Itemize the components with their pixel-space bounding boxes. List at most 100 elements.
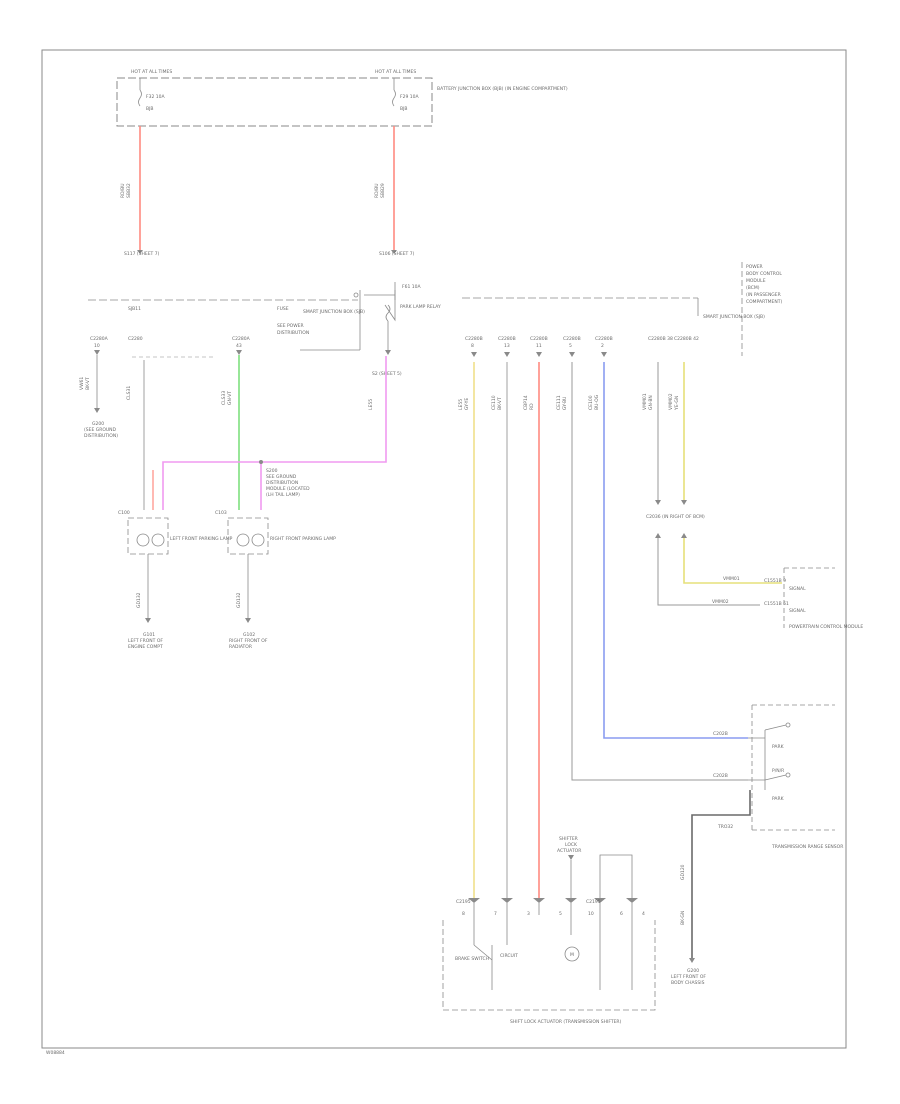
lamp-right-name: RIGHT FRONT PARKING LAMP (270, 536, 336, 542)
wire-vmm01: VMM01 (642, 393, 648, 410)
relay-fuse: F61 10A (402, 284, 421, 290)
bcm-3: MODULE (746, 278, 766, 284)
trs-name: TRANSMISSION RANGE SENSOR (771, 844, 843, 850)
sjb-right: SMART JUNCTION BOX (SJB) POWER BODY CONT… (462, 262, 782, 356)
sjb-pin-marker (536, 352, 542, 357)
sjb-extra-pin: C2280B 42 (674, 336, 699, 342)
sjb-pin-number: 11 (536, 343, 542, 349)
gnd-right: GD120 (680, 864, 686, 880)
pcm-pin-2: C1551B 61 (764, 601, 789, 607)
s-line-4: (LH TAIL LAMP) (266, 492, 300, 498)
sjb-right-pins: C2280B8C2280B13C2280B11C2280B5C2280B2C22… (465, 336, 699, 357)
g-left-3: ENGINE COMPT (128, 644, 163, 650)
shift-name: SHIFT LOCK ACTUATOR (TRANSMISSION SHIFTE… (510, 1019, 622, 1025)
wire-sbb32-circuit: SBB32 (126, 183, 132, 198)
trs-sub-1: PARK (772, 744, 785, 750)
bjb-hot-left: HOT AT ALL TIMES (131, 69, 172, 75)
shift-lock-actuator: SHIFTER LOCK ACTUATOR C2195 C2195 BRAKE … (442, 836, 656, 1025)
shift-pin-1: 8 (462, 911, 465, 917)
s-line-2: DISTRIBUTION (266, 480, 298, 486)
shift-switch: BRAKE SWITCH (455, 956, 489, 962)
inline-connector: C2036 (IN RIGHT OF BCM) (646, 500, 705, 538)
sjb-pin-label: C2280B (465, 336, 483, 342)
g-br-2: LEFT FRONT OF (671, 974, 706, 980)
pcm-sig-2: SIGNAL (789, 608, 806, 614)
wire-blue-ce100 (603, 362, 748, 739)
fuse-left-label: F32 10A (146, 94, 165, 100)
sjb-left-name: SMART JUNCTION BOX (SJB) (303, 309, 365, 315)
lamp-right-conn: C103 (215, 510, 227, 516)
wire-ce111-color: GY-BU (562, 397, 568, 410)
left-pin-b: 43 (236, 343, 242, 349)
ground-a-1: G200 (92, 421, 104, 427)
left-conn-a: C2280A (90, 336, 109, 342)
sjb-pin-label: C2280B (595, 336, 613, 342)
lamp-left-name: LEFT FRONT PARKING LAMP (170, 536, 233, 542)
sjb-pin-marker (471, 352, 477, 357)
wire-pink (162, 356, 387, 510)
wire-sbb32-color: RD/BU (120, 184, 126, 199)
sjb-pin-number: 8 (471, 343, 474, 349)
wire-ce100-color: BU-OG (594, 394, 600, 410)
s-line-1: SEE GROUND (266, 474, 297, 480)
wire-sbb29-color: RD/BU (374, 184, 380, 199)
s-line-3: MODULE (LOCATED (266, 486, 310, 492)
splice-right-label: S106 (SHEET 7) (379, 251, 415, 257)
left-pin-a: 10 (94, 343, 100, 349)
wire-le55: LE55 (458, 399, 464, 410)
splice-left-label: S117 (SHEET 7) (124, 251, 160, 257)
bjb-hot-right: HOT AT ALL TIMES (375, 69, 416, 75)
shift-top-3: ACTUATOR (557, 848, 581, 854)
gnd-wire-right: GD132 (236, 592, 242, 608)
pcm-wire-1: VMM01 (723, 576, 740, 582)
bcm-5: (IN PASSENGER (746, 292, 781, 298)
wire-vmm02-color: YE-GN (674, 396, 680, 411)
trs-sub-3: PARK (772, 796, 785, 802)
shift-side: CIRCUIT (500, 953, 518, 959)
sjb-pin-marker (504, 352, 510, 357)
inline-conn-label: C2036 (IN RIGHT OF BCM) (646, 514, 705, 520)
left-conn-c: C2280 (128, 336, 143, 342)
trs-sub-2: P/N/R (772, 768, 784, 774)
ground-a-3: DISTRIBUTION) (84, 433, 118, 439)
bcm-1: POWER (746, 264, 763, 270)
wire-grey-ce111 (571, 362, 748, 781)
sjb-right-name: SMART JUNCTION BOX (SJB) (703, 314, 765, 320)
wire-ce110: CE110 (491, 395, 497, 410)
wire-ce110-color: BK-VT (497, 397, 503, 410)
battery-junction-box: HOT AT ALL TIMES HOT AT ALL TIMES F32 10… (116, 69, 568, 127)
sjb-extra-pin: C2280B 38 (648, 336, 673, 342)
bjb-left-tag: BJB (146, 106, 154, 112)
left-front-parking-lamp: LEFT FRONT PARKING LAMP C100 (118, 510, 233, 555)
footer-code: W08884 (46, 1050, 65, 1056)
gnd-right-color: BK-GN (680, 911, 686, 925)
shift-pin-5: 10 (588, 911, 594, 917)
trs-label-1: C202B (713, 731, 728, 737)
shift-pin-2: 7 (494, 911, 497, 917)
g-right-3: RADIATOR (229, 644, 252, 650)
left-conn-b: C2280A (232, 336, 251, 342)
sjb-pin-marker (601, 352, 607, 357)
fuse-right-label: F29 10A (400, 94, 419, 100)
shift-pin-4: 5 (559, 911, 562, 917)
sjb-pin-label: C2280B (498, 336, 516, 342)
wire-vmm01-color: GN-BN (648, 395, 654, 410)
bcm-2: BODY CONTROL (746, 271, 782, 277)
g-br-1: G200 (687, 968, 699, 974)
pcm-pin-1: C1551B 9 (764, 578, 786, 584)
shift-motor: M (570, 952, 574, 958)
wire-ce100: CE100 (588, 395, 594, 410)
relay-name: PARK LAMP RELAY (400, 304, 441, 310)
shift-conn-right: C2195 (586, 899, 601, 905)
wire-cls31: CLS31 (126, 386, 132, 400)
sjb-pin-marker (569, 352, 575, 357)
g-left-1: G101 (143, 632, 155, 638)
wire-le55-color: GY-YE (464, 398, 470, 410)
pcm-wire-2: VMM02 (712, 599, 729, 605)
transmission-range-sensor: PARK P/N/R PARK C202B C202B TRANSMISSION… (713, 704, 843, 850)
bjb-name: BATTERY JUNCTION BOX (BJB) (IN ENGINE CO… (437, 86, 568, 92)
g-left-2: LEFT FRONT OF (128, 638, 163, 644)
g-br-3: BODY CHASSIS (671, 980, 705, 986)
wire-ce111: CE111 (556, 395, 562, 410)
